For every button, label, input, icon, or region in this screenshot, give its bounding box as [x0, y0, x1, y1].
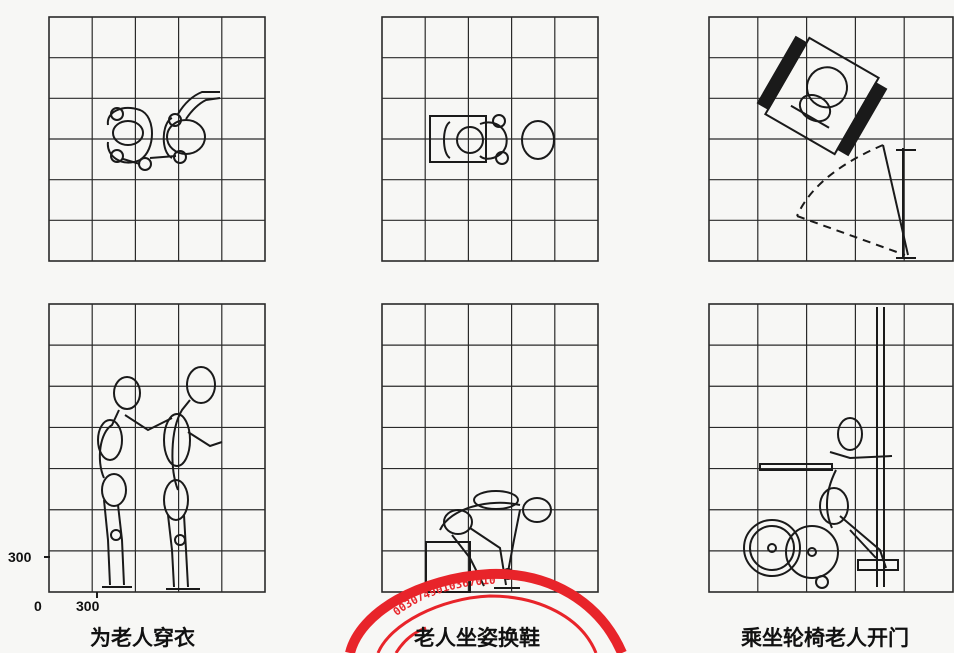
grid-panel-bottom-right: [708, 303, 954, 593]
caption-changing-shoes: 老人坐姿换鞋: [414, 626, 540, 650]
grid-frame: [381, 303, 599, 593]
caption-wheelchair-door: 乘坐轮椅老人开门: [741, 626, 909, 650]
grid-panel-bottom-left: [48, 303, 266, 593]
grid-panel-top-right: [708, 16, 954, 262]
grid-frame: [708, 303, 954, 593]
plan-seated-figure: [429, 114, 555, 165]
elevation-wheelchair-door: [743, 307, 899, 589]
plan-wheelchair-door: [756, 35, 916, 259]
caption-dressing: 为老人穿衣: [90, 626, 195, 650]
scale-x-tick-label: 300: [76, 598, 100, 614]
grid-frame: [48, 303, 266, 593]
grid-panel-bottom-middle: [381, 303, 599, 593]
grid-panels: [48, 16, 954, 593]
grid-panel-top-middle: [381, 16, 599, 262]
grid-panel-top-left: [48, 16, 266, 262]
scale-y-tick-label: 300: [8, 549, 32, 565]
elevation-dressing-figures: [97, 366, 223, 590]
plan-dressing-figures: [106, 91, 221, 171]
scale-axes: [44, 556, 98, 598]
scale-origin-label: 0: [34, 598, 42, 614]
